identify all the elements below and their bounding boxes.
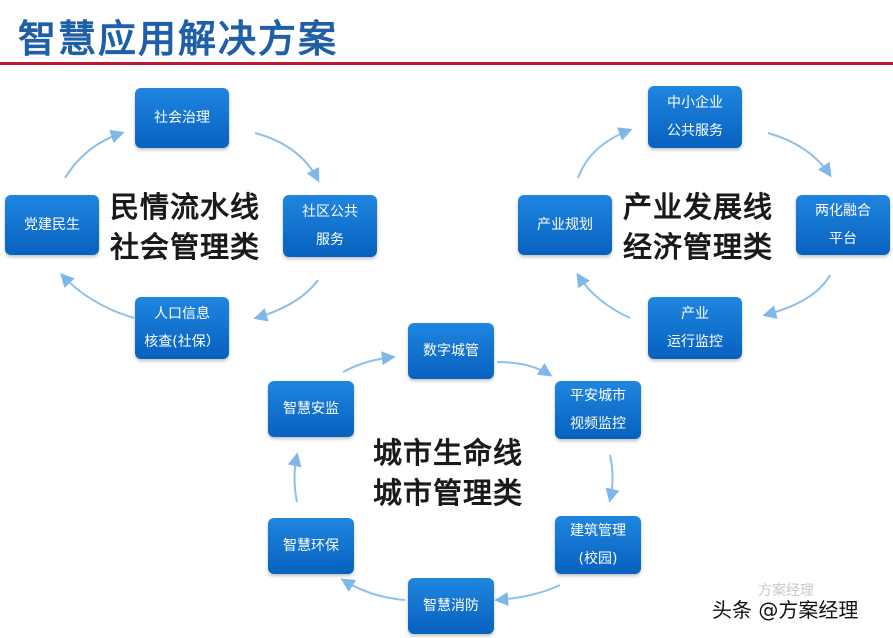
page-title: 智慧应用解决方案 [18,17,339,61]
arrow-governance-to-community [254,132,320,183]
node-smart-safety: 智慧安监 [268,381,354,437]
arrow-plan-to-sme [577,127,633,179]
node-two-integration: 两化融合 平台 [796,195,890,255]
arrow-party-to-governance [64,129,125,179]
center-label-industry: 产业发展线 经济管理类 [623,190,774,264]
node-video-monitor: 平安城市 视频监控 [555,381,641,439]
arrow-monitor-to-plan [576,272,631,319]
arrow-community-to-census [253,279,319,322]
node-sme-service: 中小企业 公共服务 [648,86,742,148]
watermark: 头条 @方案经理 [712,598,859,622]
arrow-env-to-safety [287,452,302,503]
node-census-check: 人口信息 核查(社保） [135,297,229,359]
arrow-two-to-monitor [762,274,831,319]
arrow-sme-to-two [767,132,832,178]
node-building-management: 建筑管理 (校园) [555,516,641,574]
arrow-census-to-party [60,272,135,319]
arrow-digital-to-video [496,361,553,377]
arrow-video-to-building [605,454,620,503]
watermark-faint: 方案经理 [758,583,814,599]
node-community-service: 社区公共 服务 [283,195,377,257]
center-label-city: 城市生命线 城市管理类 [373,436,524,510]
arrow-building-to-fire [494,584,561,607]
node-industry-plan: 产业规划 [518,195,612,255]
arrow-safety-to-digital [342,351,396,373]
node-party-livelihood: 党建民生 [5,195,99,255]
node-social-governance: 社会治理 [135,88,229,148]
arrow-fire-to-env [340,578,406,601]
node-industry-monitor: 产业 运行监控 [648,297,742,359]
node-smart-fire: 智慧消防 [408,578,494,634]
center-label-social: 民情流水线 社会管理类 [110,190,261,264]
title-divider [0,62,893,65]
node-digital-city: 数字城管 [408,323,494,379]
node-smart-environment: 智慧环保 [268,518,354,574]
